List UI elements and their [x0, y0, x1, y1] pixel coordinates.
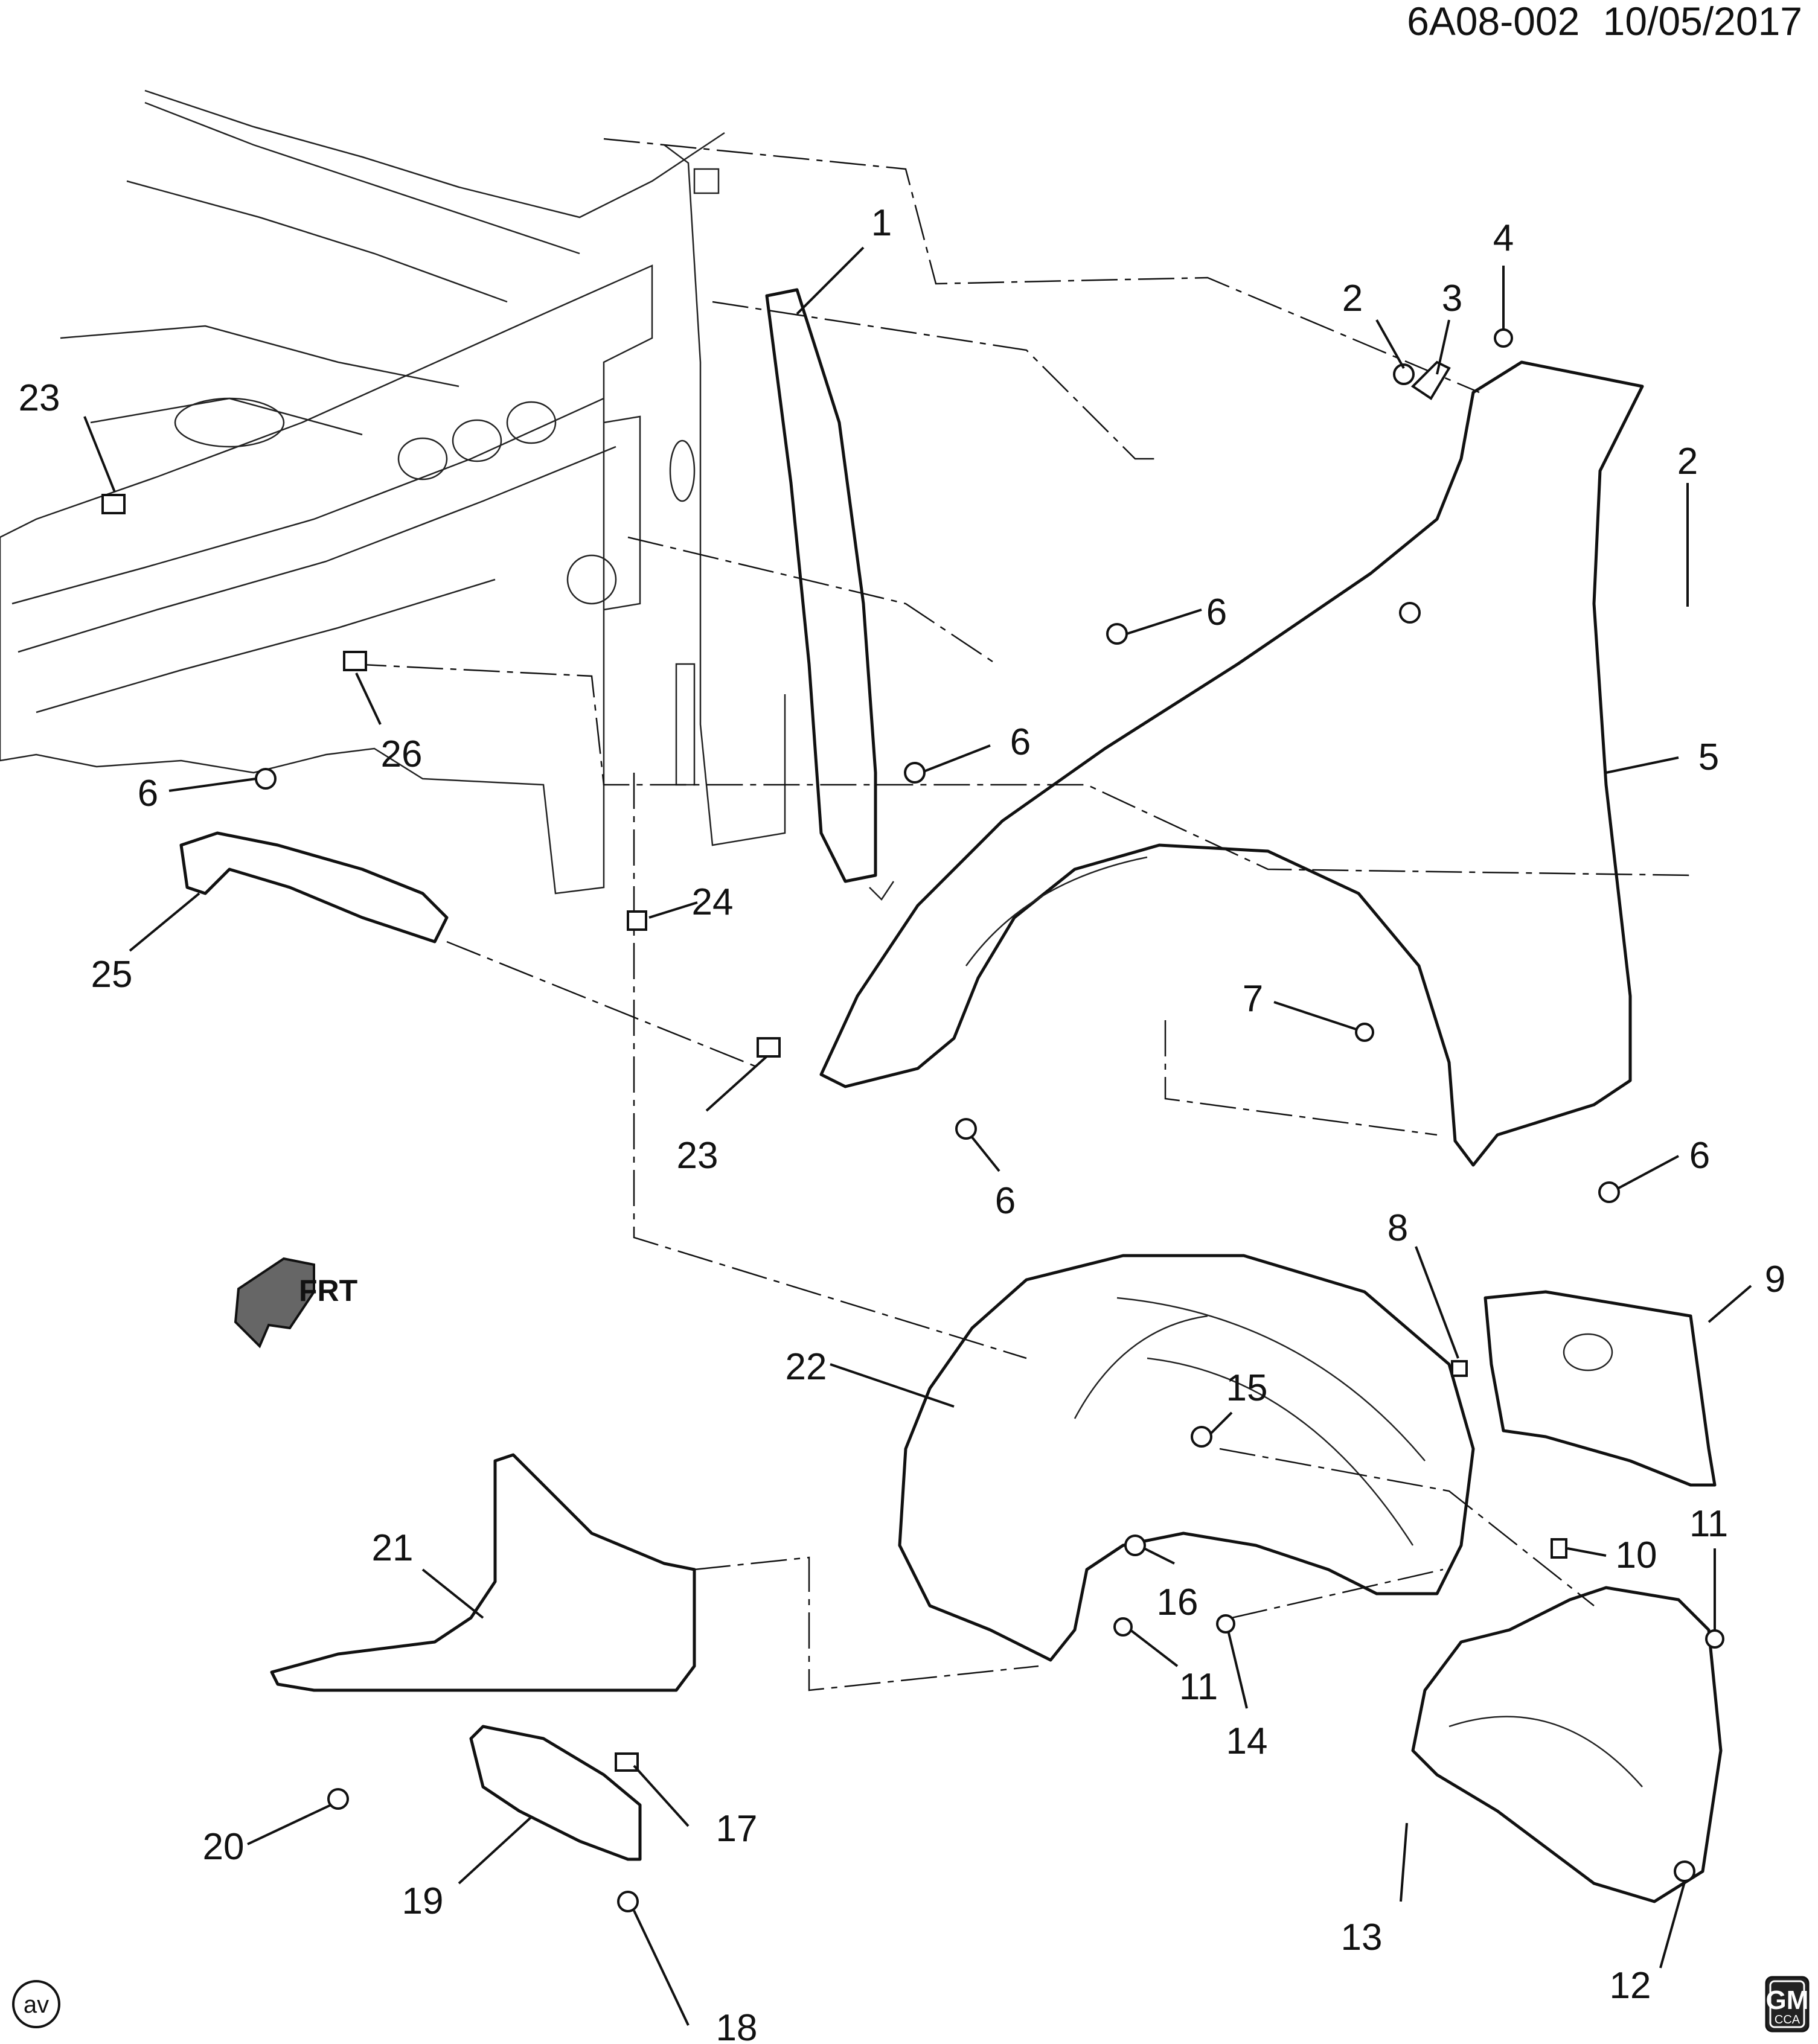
part-20-screw — [327, 1788, 349, 1810]
callout-9: 9 — [1765, 1259, 1785, 1300]
callout-2-upper: 2 — [1342, 278, 1363, 319]
part-6-bolt-d — [955, 1118, 977, 1140]
callout-22: 22 — [786, 1346, 827, 1388]
callout-7: 7 — [1243, 978, 1263, 1020]
callout-2-lower: 2 — [1677, 441, 1698, 482]
part-19-lower-strip — [469, 1725, 642, 1861]
part-23-clip-lower — [757, 1037, 781, 1058]
fasteners — [101, 328, 1724, 1912]
callout-13: 13 — [1341, 1917, 1383, 1958]
part-22-wheelhouse-liner — [898, 1254, 1475, 1662]
callout-15: 15 — [1226, 1367, 1268, 1409]
diagram-header: 6A08-002 10/05/2017 — [1407, 0, 1802, 43]
callout-18: 18 — [716, 2007, 758, 2044]
callout-8: 8 — [1388, 1207, 1408, 1249]
part-16-retainer — [1124, 1535, 1146, 1556]
gm-logo: GM CCA — [1765, 1976, 1810, 2033]
part-6-bolt-c — [255, 768, 277, 790]
callout-6-e: 6 — [1689, 1135, 1710, 1177]
callout-14: 14 — [1226, 1720, 1268, 1762]
part-15-retainer — [1191, 1426, 1212, 1448]
callout-6-c: 6 — [138, 773, 158, 814]
diagram-date: 10/05/2017 — [1603, 0, 1802, 43]
part-6-bolt-b — [904, 762, 926, 784]
part-17-nut — [615, 1752, 639, 1772]
part-23-clip-upper — [101, 494, 126, 514]
part-10-clip — [1551, 1538, 1567, 1559]
callout-20: 20 — [203, 1826, 245, 1868]
front-arrow-icon — [234, 1257, 315, 1349]
callout-10: 10 — [1616, 1535, 1657, 1576]
callout-16: 16 — [1157, 1582, 1199, 1623]
corner-mark-text: av — [24, 1991, 49, 2018]
front-direction-indicator: FRT — [234, 1257, 357, 1349]
part-9-splash-shield — [1484, 1290, 1717, 1487]
callout-21: 21 — [372, 1527, 414, 1569]
part-2-bolt-lower — [1399, 602, 1421, 624]
callout-5: 5 — [1698, 736, 1719, 778]
part-4-clip — [1494, 328, 1513, 348]
callout-4: 4 — [1493, 217, 1514, 259]
callouts: 1 2 2 3 4 5 6 6 6 6 6 7 8 9 10 11 11 12 … — [19, 202, 1786, 2044]
part-26-bracket — [343, 651, 367, 671]
callout-11-left: 11 — [1179, 1666, 1218, 1708]
gm-logo-text: GM — [1766, 1985, 1809, 2015]
callout-25: 25 — [91, 954, 133, 995]
part-8-clip — [1451, 1360, 1468, 1377]
callout-24: 24 — [692, 881, 734, 923]
alignment-lines — [350, 138, 1691, 1691]
part-2-bolt-upper — [1393, 363, 1415, 385]
part-13-deflector — [1411, 1586, 1723, 1903]
callout-12: 12 — [1610, 1965, 1651, 2007]
callout-17: 17 — [716, 1808, 758, 1850]
callout-23-lower: 23 — [677, 1135, 719, 1177]
callout-19: 19 — [402, 1880, 444, 1922]
vehicle-body-structure — [0, 89, 786, 895]
part-5-front-fender — [819, 360, 1644, 1167]
callout-6-d: 6 — [995, 1180, 1016, 1222]
part-3-bracket — [1410, 360, 1451, 400]
front-label: FRT — [299, 1274, 357, 1308]
callout-6-b: 6 — [1010, 721, 1031, 763]
callout-26: 26 — [381, 733, 423, 775]
part-1-fender-seal — [765, 288, 877, 883]
callout-3: 3 — [1442, 278, 1462, 319]
callout-1: 1 — [871, 202, 892, 244]
callout-23-upper: 23 — [19, 377, 60, 419]
callout-6-a: 6 — [1206, 592, 1227, 633]
gm-logo-subtext: CCA — [1775, 2013, 1800, 2026]
part-6-bolt-a — [1106, 623, 1128, 645]
corner-mark: av — [12, 1980, 60, 2028]
part-12-bolt — [1674, 1860, 1695, 1882]
part-25-lower-bracket — [179, 831, 449, 944]
part-18-screw — [617, 1891, 639, 1912]
leader-lines — [83, 246, 1752, 2026]
part-7-nut — [1355, 1023, 1374, 1042]
diagram-code: 6A08-002 — [1407, 0, 1580, 43]
callout-11-right: 11 — [1689, 1503, 1728, 1545]
part-11-nut-left — [1113, 1617, 1133, 1637]
part-6-bolt-e — [1598, 1181, 1620, 1203]
part-11-nut-right — [1705, 1629, 1724, 1649]
part-24-clip — [627, 910, 647, 931]
part-14-screw — [1216, 1614, 1235, 1634]
part-21-air-deflector — [270, 1453, 696, 1692]
